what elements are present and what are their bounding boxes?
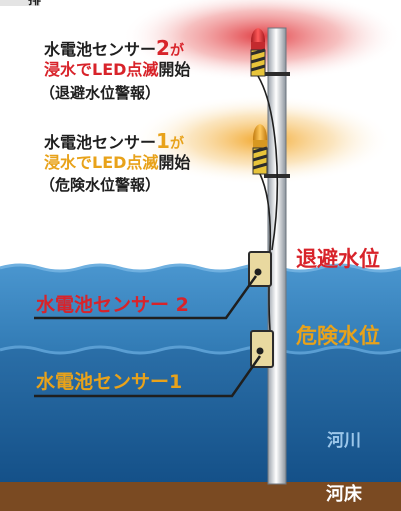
- annotation2-prefix: 水電池センサー: [44, 40, 157, 59]
- evac-level-label: 退避水位: [296, 247, 380, 271]
- annotation1-prefix: 水電池センサー: [44, 133, 157, 152]
- danger-level-label: 危険水位: [296, 324, 380, 348]
- clamp-upper: [264, 72, 290, 76]
- annotation1-plain: 開始: [158, 153, 191, 172]
- sensor1-leader: [34, 355, 262, 398]
- annotation1-line3: （危険水位警報）: [40, 176, 161, 194]
- water-lower: [0, 347, 401, 484]
- annotation2-line1: 水電池センサー2が: [44, 38, 184, 58]
- top-fragment-text: 排: [28, 0, 42, 8]
- riverbed-label: 河床: [326, 484, 362, 505]
- top-fragment-bar: [0, 0, 40, 6]
- annotation1-line1: 水電池センサー1が: [44, 131, 184, 151]
- annotation1-suffix: が: [169, 136, 184, 152]
- sensor2-label: 水電池センサー 2: [36, 294, 189, 316]
- riverbed-band: [0, 482, 401, 511]
- sensor2-leader: [34, 275, 258, 320]
- danger-wave-line: [0, 345, 401, 355]
- red-led-lamp: [250, 28, 266, 77]
- annotation1-num: 1: [156, 129, 170, 153]
- water-upper: [0, 265, 401, 360]
- evac-wave-line: [0, 263, 401, 273]
- annotation2-num: 2: [156, 36, 170, 60]
- annotation2-suffix: が: [169, 43, 184, 59]
- sensor1-label: 水電池センサー1: [36, 371, 183, 393]
- wire-red-lamp: [257, 75, 279, 251]
- river-label: 河川: [327, 431, 361, 451]
- annotation2-colored: 浸水でLED点滅: [44, 60, 159, 79]
- annotation1-line2: 浸水でLED点滅開始: [44, 155, 190, 171]
- wire-orange-lamp: [259, 173, 272, 331]
- annotation2-plain: 開始: [158, 60, 191, 79]
- sensor1-box: [250, 330, 274, 368]
- annotation2-line3: （退避水位警報）: [40, 84, 161, 102]
- orange-led-lamp: [252, 124, 268, 175]
- annotation2-line2: 浸水でLED点滅開始: [44, 62, 190, 78]
- annotation1-colored: 浸水でLED点滅: [44, 153, 159, 172]
